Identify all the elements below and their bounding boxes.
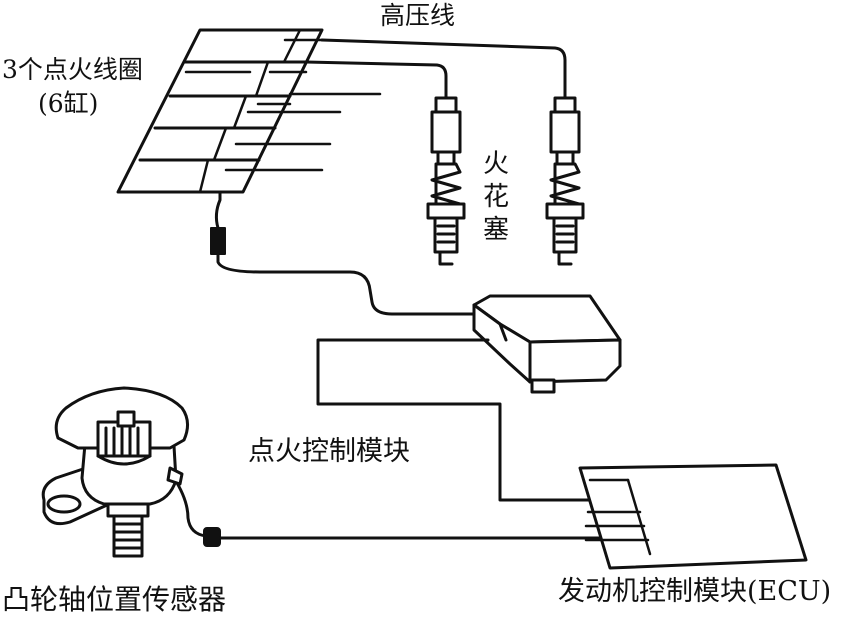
ignition-coils-label: 3个点火线圈 [2, 55, 143, 84]
high-voltage-wire-label: 高压线 [380, 1, 456, 30]
spark-plug-label-char-1: 火 [482, 149, 509, 179]
camshaft-position-sensor [41, 386, 189, 558]
camshaft-sensor-label: 凸轮轴位置传感器 [2, 583, 227, 616]
ignition-control-module-device [472, 294, 622, 394]
ignition-coil-pack [116, 28, 382, 194]
coil-harness-wire [210, 190, 482, 316]
ignition-control-module-label: 点火控制模块 [248, 436, 410, 467]
spark-plug-left [426, 96, 466, 266]
ecu-label: 发动机控制模块(ECU) [558, 576, 832, 607]
spark-plug-label: 火 花 塞 [481, 148, 511, 247]
spark-plug-label-char-2: 花 [482, 182, 509, 212]
spark-plug-label-char-3: 塞 [482, 215, 509, 245]
ecu-device [578, 463, 808, 570]
spark-plug-right [545, 96, 585, 266]
camshaft-sensor-wire [172, 476, 602, 547]
high-voltage-wires [304, 38, 567, 100]
cylinder-count-label: (6缸) [38, 89, 99, 118]
module-to-ecu-wiring [316, 338, 602, 502]
